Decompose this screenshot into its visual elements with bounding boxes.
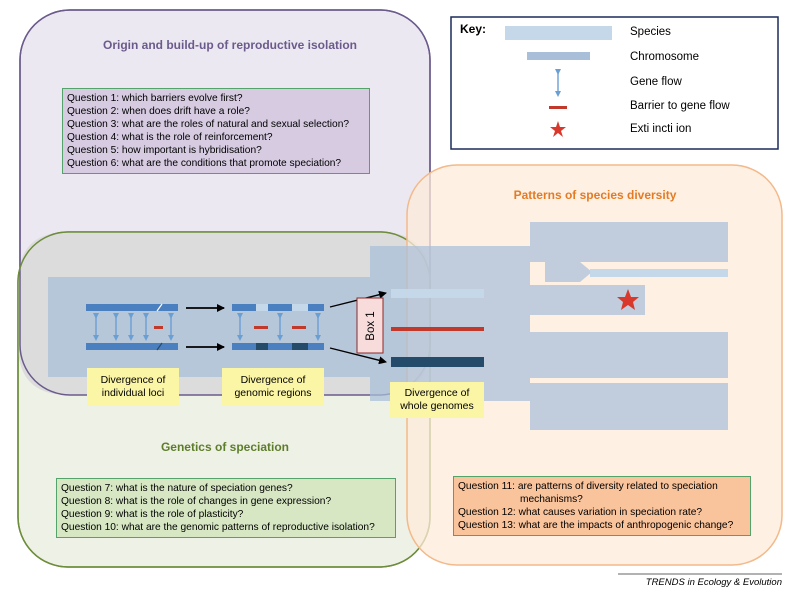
question-5: Question 5: how important is hybridisati… <box>67 145 262 156</box>
question-11: Question 11: are patterns of diversity r… <box>458 481 718 492</box>
key-chromosome-swatch <box>527 52 590 60</box>
key-barrier-swatch <box>549 106 567 109</box>
key-gene-flow-label: Gene flow <box>630 76 682 88</box>
question-10: Question 10: what are the genomic patter… <box>61 522 375 533</box>
loci-chromosomes <box>86 303 178 351</box>
loci-gene-flow <box>93 313 174 341</box>
species-bands <box>48 222 728 430</box>
key-chromosome-label: Chromosome <box>630 51 700 63</box>
key-star-icon <box>550 121 566 137</box>
question-6: Question 6: what are the conditions that… <box>67 158 342 169</box>
regions-gene-flow <box>237 313 321 341</box>
box-1-label: Box 1 <box>365 311 377 340</box>
patterns-title: Patterns of species diversity <box>513 188 677 202</box>
question-12: Question 12: what causes variation in sp… <box>458 507 703 518</box>
label-genomes: Divergence of whole genomes <box>390 382 484 418</box>
origin-questions: Question 1: which barriers evolve first?… <box>62 88 370 174</box>
key-barrier-label: Barrier to gene flow <box>630 100 730 112</box>
question-4: Question 4: what is the role of reinforc… <box>67 132 273 143</box>
label-regions: Divergence of genomic regions <box>222 368 324 406</box>
key-extinction-label: Exti incti ion <box>630 123 692 135</box>
box-1 <box>356 297 384 354</box>
label-loci: Divergence of individual loci <box>87 368 179 406</box>
key-species-swatch <box>505 26 612 40</box>
question-13: Question 13: what are the impacts of ant… <box>458 520 734 531</box>
species-branch <box>590 269 728 277</box>
genomes-chromosomes <box>391 289 484 367</box>
regions-chromosomes <box>232 304 324 350</box>
genetics-questions: Question 7: what is the nature of specia… <box>56 478 396 538</box>
question-11-cont: mechanisms? <box>520 494 583 505</box>
extinction-star <box>617 289 639 310</box>
key-species-label: Species <box>630 26 671 38</box>
question-3: Question 3: what are the roles of natura… <box>67 119 350 130</box>
origin-title: Origin and build-up of reproductive isol… <box>103 38 357 52</box>
question-9: Question 9: what is the role of plastici… <box>61 509 244 520</box>
question-8: Question 8: what is the role of changes … <box>61 496 332 507</box>
question-2: Question 2: when does drift have a role? <box>67 106 250 117</box>
footer-credit: TRENDS in Ecology & Evolution <box>645 577 782 588</box>
question-7: Question 7: what is the nature of specia… <box>61 483 293 494</box>
key-box <box>450 16 779 150</box>
patterns-questions: Question 11: are patterns of diversity r… <box>453 476 751 536</box>
key-title: Key: <box>460 22 487 36</box>
genetics-title: Genetics of speciation <box>160 440 290 454</box>
question-1: Question 1: which barriers evolve first? <box>67 93 243 104</box>
